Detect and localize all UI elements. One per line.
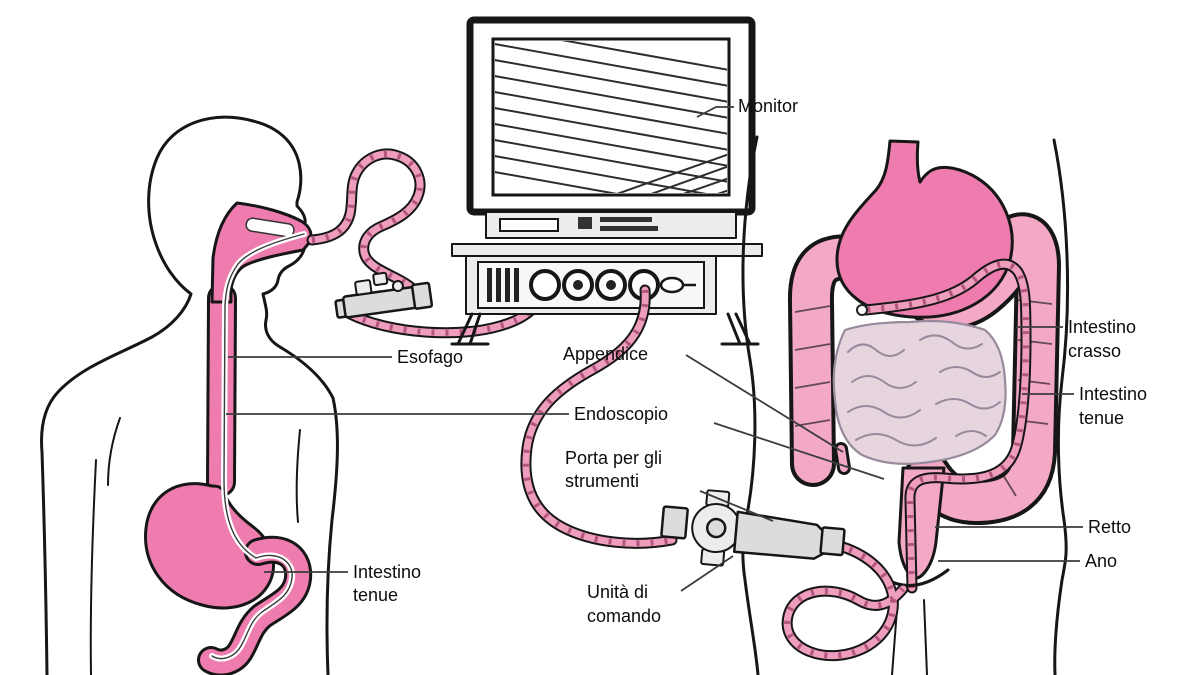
mouth-loop [308, 150, 428, 304]
monitor-base-slot [499, 218, 559, 232]
left-arm-line [89, 459, 97, 675]
label-large-intestine-line2: crasso [1068, 341, 1121, 361]
label-anus-text: Ano [1085, 551, 1117, 571]
cart-top-shelf [451, 243, 763, 257]
cart-outlet-oval [659, 276, 685, 294]
label-endoscope: Endoscopio [226, 404, 885, 480]
label-endoscope-leader-right [713, 422, 885, 480]
monitor-base-vents-2 [600, 226, 658, 231]
label-control-unit: Unità di comando [587, 555, 734, 626]
label-monitor: Monitor [696, 96, 798, 118]
control-unit-tip [819, 526, 846, 557]
label-instrument-port-leader [699, 490, 774, 522]
label-endoscope-text: Endoscopio [574, 404, 668, 424]
mouth-loop-outline [306, 148, 430, 306]
endoscope-tip [856, 304, 868, 316]
small-intestine-texture [847, 334, 1001, 447]
torso-left-line [741, 135, 760, 675]
label-large-intestine: Intestino crasso [1016, 317, 1136, 361]
label-esophagus: Esofago [228, 347, 463, 367]
endoscope-lower-loop [781, 539, 909, 662]
control-unit-left-stub [660, 505, 689, 540]
label-appendix: Appendice [563, 344, 844, 453]
label-control-unit-line2: comando [587, 606, 661, 626]
label-small-intestine-left-line1: Intestino [353, 562, 421, 582]
cart-to-control-cable [522, 286, 676, 547]
label-monitor-leader [696, 106, 734, 118]
cart-legs [450, 312, 760, 346]
label-small-intestine-right: Intestino tenue [1022, 384, 1147, 428]
right-chest-line [295, 429, 301, 523]
connector-valve [391, 280, 404, 293]
monitor [466, 16, 756, 239]
label-rectum-text: Retto [1088, 517, 1131, 537]
label-instrument-port-line2: strumenti [565, 471, 639, 491]
chin-neck-profile [261, 244, 339, 675]
label-appendix-leader [685, 354, 844, 453]
stomach-right [835, 139, 1014, 319]
label-small-intestine-right-line1: Intestino [1079, 384, 1147, 404]
label-small-intestine-right-line2: tenue [1079, 408, 1124, 428]
left-armpit-line [107, 417, 121, 486]
monitor-base-vents-1 [600, 217, 652, 222]
teeth [245, 217, 295, 238]
monitor-screen-hatch [495, 41, 727, 193]
control-unit [660, 489, 846, 567]
control-unit-wheel-hub [705, 517, 727, 539]
leg-line-right [923, 599, 928, 675]
endoscope-inside-left-line [211, 233, 305, 660]
label-anus: Ano [938, 551, 1117, 571]
label-small-intestine-left: Intestino tenue [264, 562, 421, 605]
label-control-unit-line1: Unità di [587, 582, 648, 602]
labels: Monitor Esofago Appendice Endoscopio Por… [226, 96, 1147, 626]
endoscope-in-colon [856, 258, 1032, 594]
lower-loop-texture [784, 542, 906, 659]
monitor-screen [491, 37, 731, 197]
connector-knob-a [354, 279, 373, 296]
endoscope-connector-left [334, 271, 434, 319]
cart-vent-bars [487, 268, 519, 302]
face-profile [251, 119, 307, 226]
monitor-base-unit [485, 211, 737, 239]
label-monitor-text: Monitor [738, 96, 798, 116]
patient-left-figure [40, 115, 339, 675]
control-unit-body [732, 510, 830, 560]
connector-right-port [410, 281, 434, 310]
connector-knob-b [372, 271, 389, 287]
patient-right-figure [741, 135, 1070, 675]
label-small-intestine-left-line2: tenue [353, 585, 398, 605]
monitor-base-button [578, 217, 592, 229]
label-instrument-port: Porta per gli strumenti [565, 448, 774, 522]
label-appendix-text: Appendice [563, 344, 648, 364]
label-control-unit-leader [680, 555, 734, 592]
label-instrument-port-line1: Porta per gli [565, 448, 662, 468]
connector-body [342, 285, 418, 319]
processor-cart [450, 243, 763, 549]
small-intestine-mass [832, 319, 1007, 465]
label-rectum: Retto [935, 517, 1131, 537]
head-outline [40, 115, 255, 675]
label-esophagus-text: Esofago [397, 347, 463, 367]
duodenum-tube [200, 538, 310, 674]
label-large-intestine-line1: Intestino [1068, 317, 1136, 337]
torso-right-line [1052, 138, 1070, 675]
